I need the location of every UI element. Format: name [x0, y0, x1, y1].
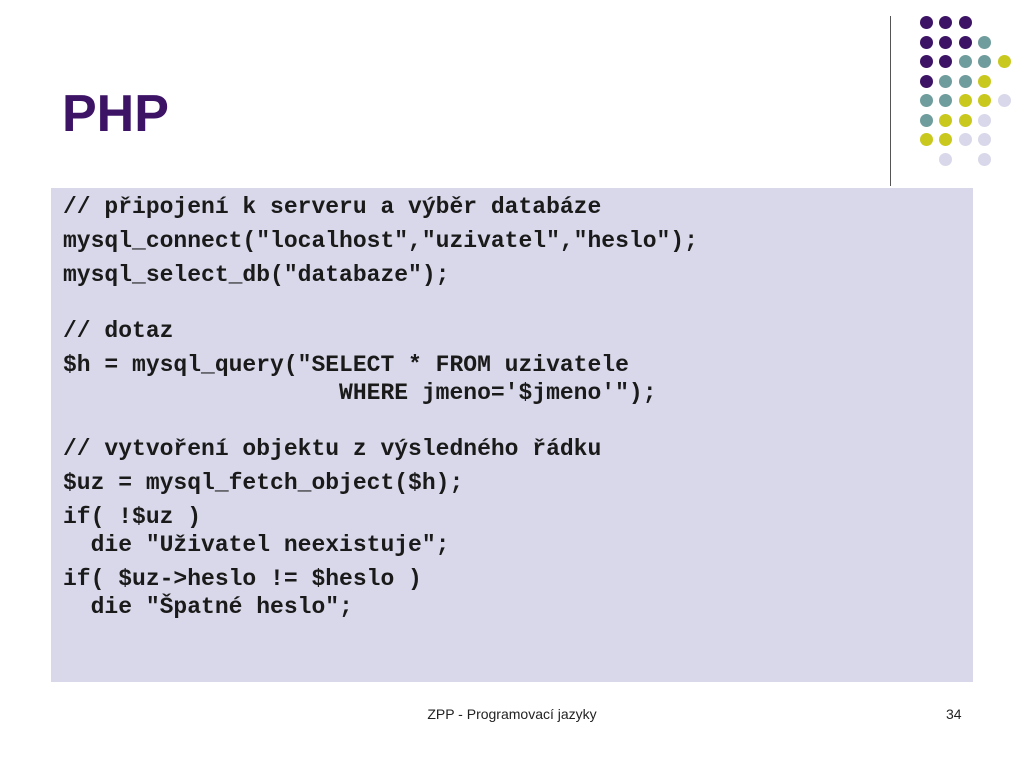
decorative-dot — [939, 152, 952, 166]
code-comment-query: // dotaz — [63, 318, 174, 344]
decorative-dot — [958, 94, 972, 107]
decorative-dot — [939, 113, 952, 127]
decorative-dot — [958, 35, 972, 49]
decorative-dot — [978, 133, 991, 146]
code-line-if-password: if( $uz->heslo != $heslo ) die "Špatné h… — [63, 566, 422, 620]
decorative-dot — [919, 94, 933, 107]
decorative-dot — [939, 55, 952, 68]
footer-text: ZPP - Programovací jazyky — [427, 706, 597, 722]
page-number: 34 — [946, 706, 962, 722]
decorative-dot — [919, 16, 933, 29]
decorative-dot — [919, 133, 933, 146]
divider-line — [890, 16, 891, 186]
code-comment-connect: // připojení k serveru a výběr databáze — [63, 194, 602, 220]
decorative-dot — [978, 55, 991, 68]
code-line-fetch: $uz = mysql_fetch_object($h); — [63, 470, 464, 496]
decorative-dot — [978, 152, 991, 166]
decorative-dot — [939, 94, 952, 107]
decorative-dot — [919, 113, 933, 127]
decorative-dot — [978, 113, 991, 127]
decorative-dot — [919, 55, 933, 68]
decorative-dot-grid — [0, 0, 1024, 190]
decorative-dot — [919, 35, 933, 49]
decorative-dot — [958, 55, 972, 68]
code-line-select-db: mysql_select_db("databaze"); — [63, 262, 450, 288]
code-line-connect: mysql_connect("localhost","uzivatel","he… — [63, 228, 698, 254]
decorative-dot — [939, 16, 952, 29]
slide-title: PHP — [62, 85, 169, 143]
code-comment-object: // vytvoření objektu z výsledného řádku — [63, 436, 602, 462]
code-block: // připojení k serveru a výběr databáze … — [51, 188, 973, 682]
decorative-dot — [958, 16, 972, 29]
code-line-if-user: if( !$uz ) die "Uživatel neexistuje"; — [63, 504, 450, 558]
decorative-dot — [919, 74, 933, 88]
decorative-dot — [997, 94, 1011, 107]
decorative-dot — [958, 74, 972, 88]
decorative-dot — [939, 35, 952, 49]
decorative-dot — [958, 133, 972, 146]
decorative-dot — [997, 55, 1011, 68]
code-line-query: $h = mysql_query("SELECT * FROM uzivatel… — [63, 352, 657, 406]
decorative-dot — [939, 133, 952, 146]
decorative-dot — [978, 35, 991, 49]
decorative-dot — [939, 74, 952, 88]
decorative-dot — [958, 113, 972, 127]
decorative-dot — [978, 94, 991, 107]
decorative-dot — [978, 74, 991, 88]
